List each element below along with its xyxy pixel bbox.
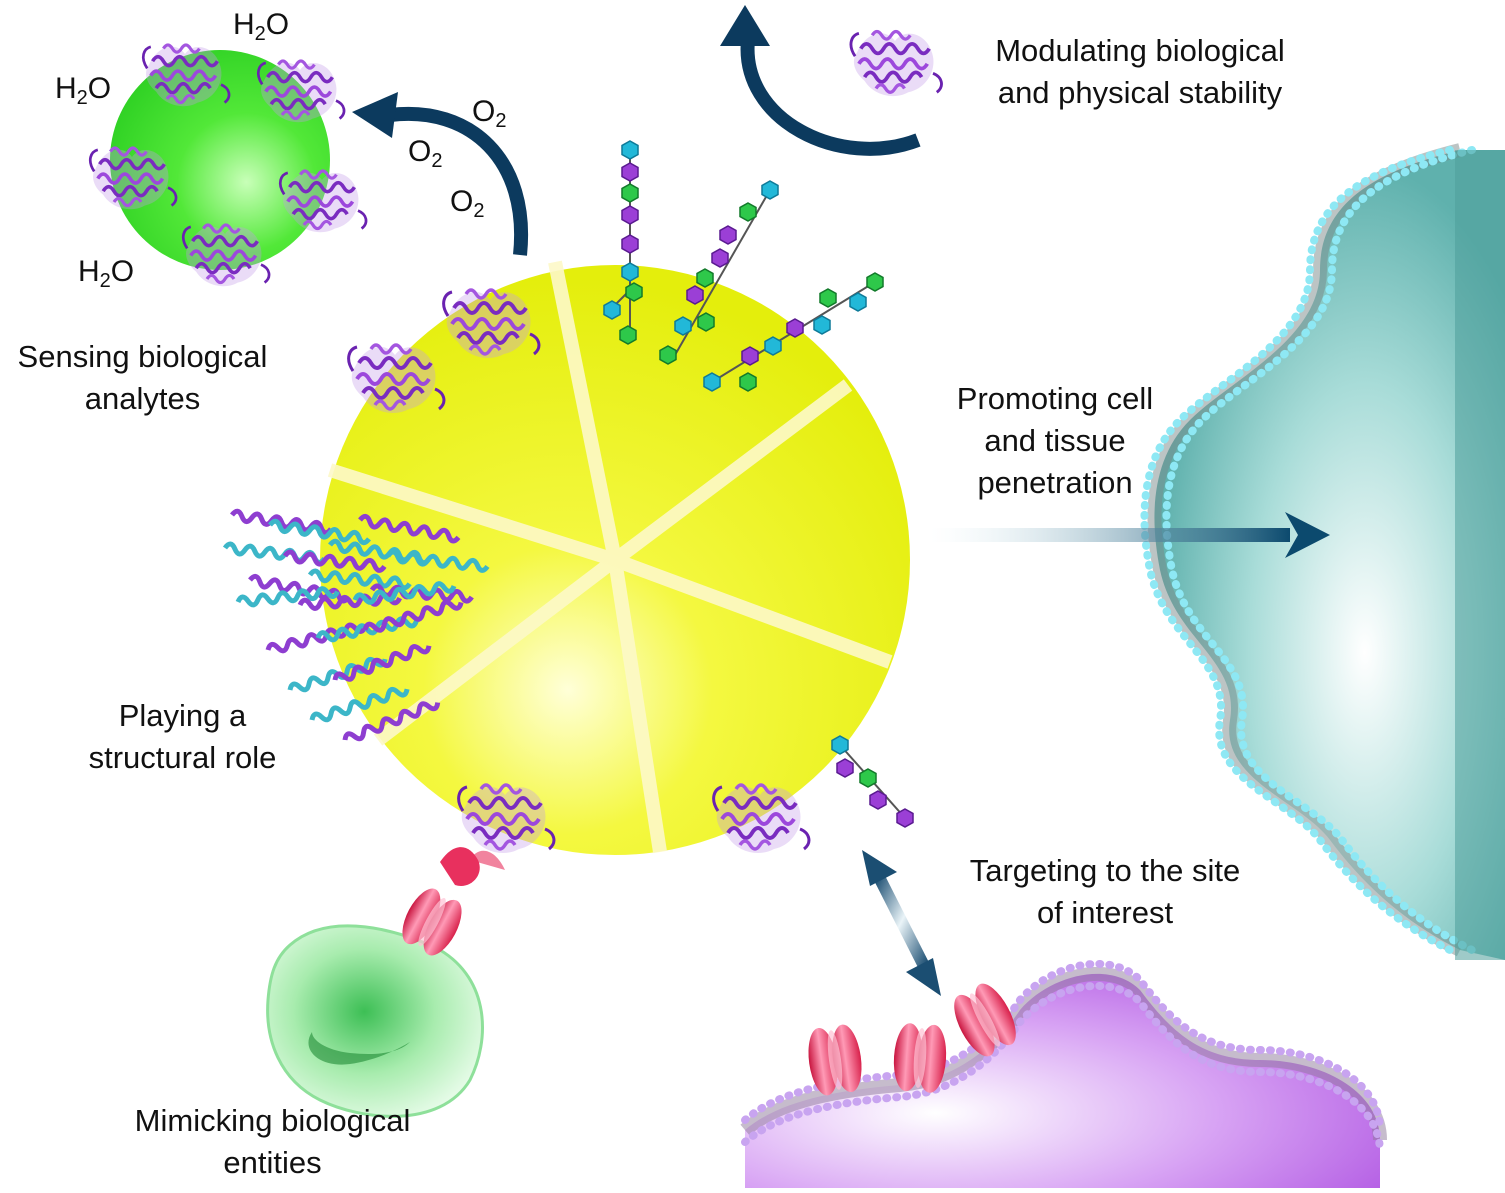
water-label-3: H2O — [78, 255, 135, 292]
glycan-chain-icon — [603, 140, 914, 828]
water-label-1: H2O — [233, 8, 290, 45]
curved-arrow-icon — [720, 5, 921, 156]
oxygen-label-2: O2 — [408, 135, 443, 172]
nanoparticle-core — [320, 260, 910, 855]
target-cell — [740, 959, 1387, 1188]
water-label-2: H2O — [55, 72, 112, 109]
oxygen-label-3: O2 — [450, 185, 485, 222]
mimic-cell — [266, 924, 484, 1118]
oxygen-label-1: O2 — [472, 95, 507, 132]
receptor-icon — [394, 847, 505, 962]
double-arrow-icon — [862, 850, 941, 996]
straight-arrow-icon — [930, 512, 1330, 558]
tissue-block — [1140, 143, 1505, 960]
curved-arrow-icon — [352, 92, 529, 256]
